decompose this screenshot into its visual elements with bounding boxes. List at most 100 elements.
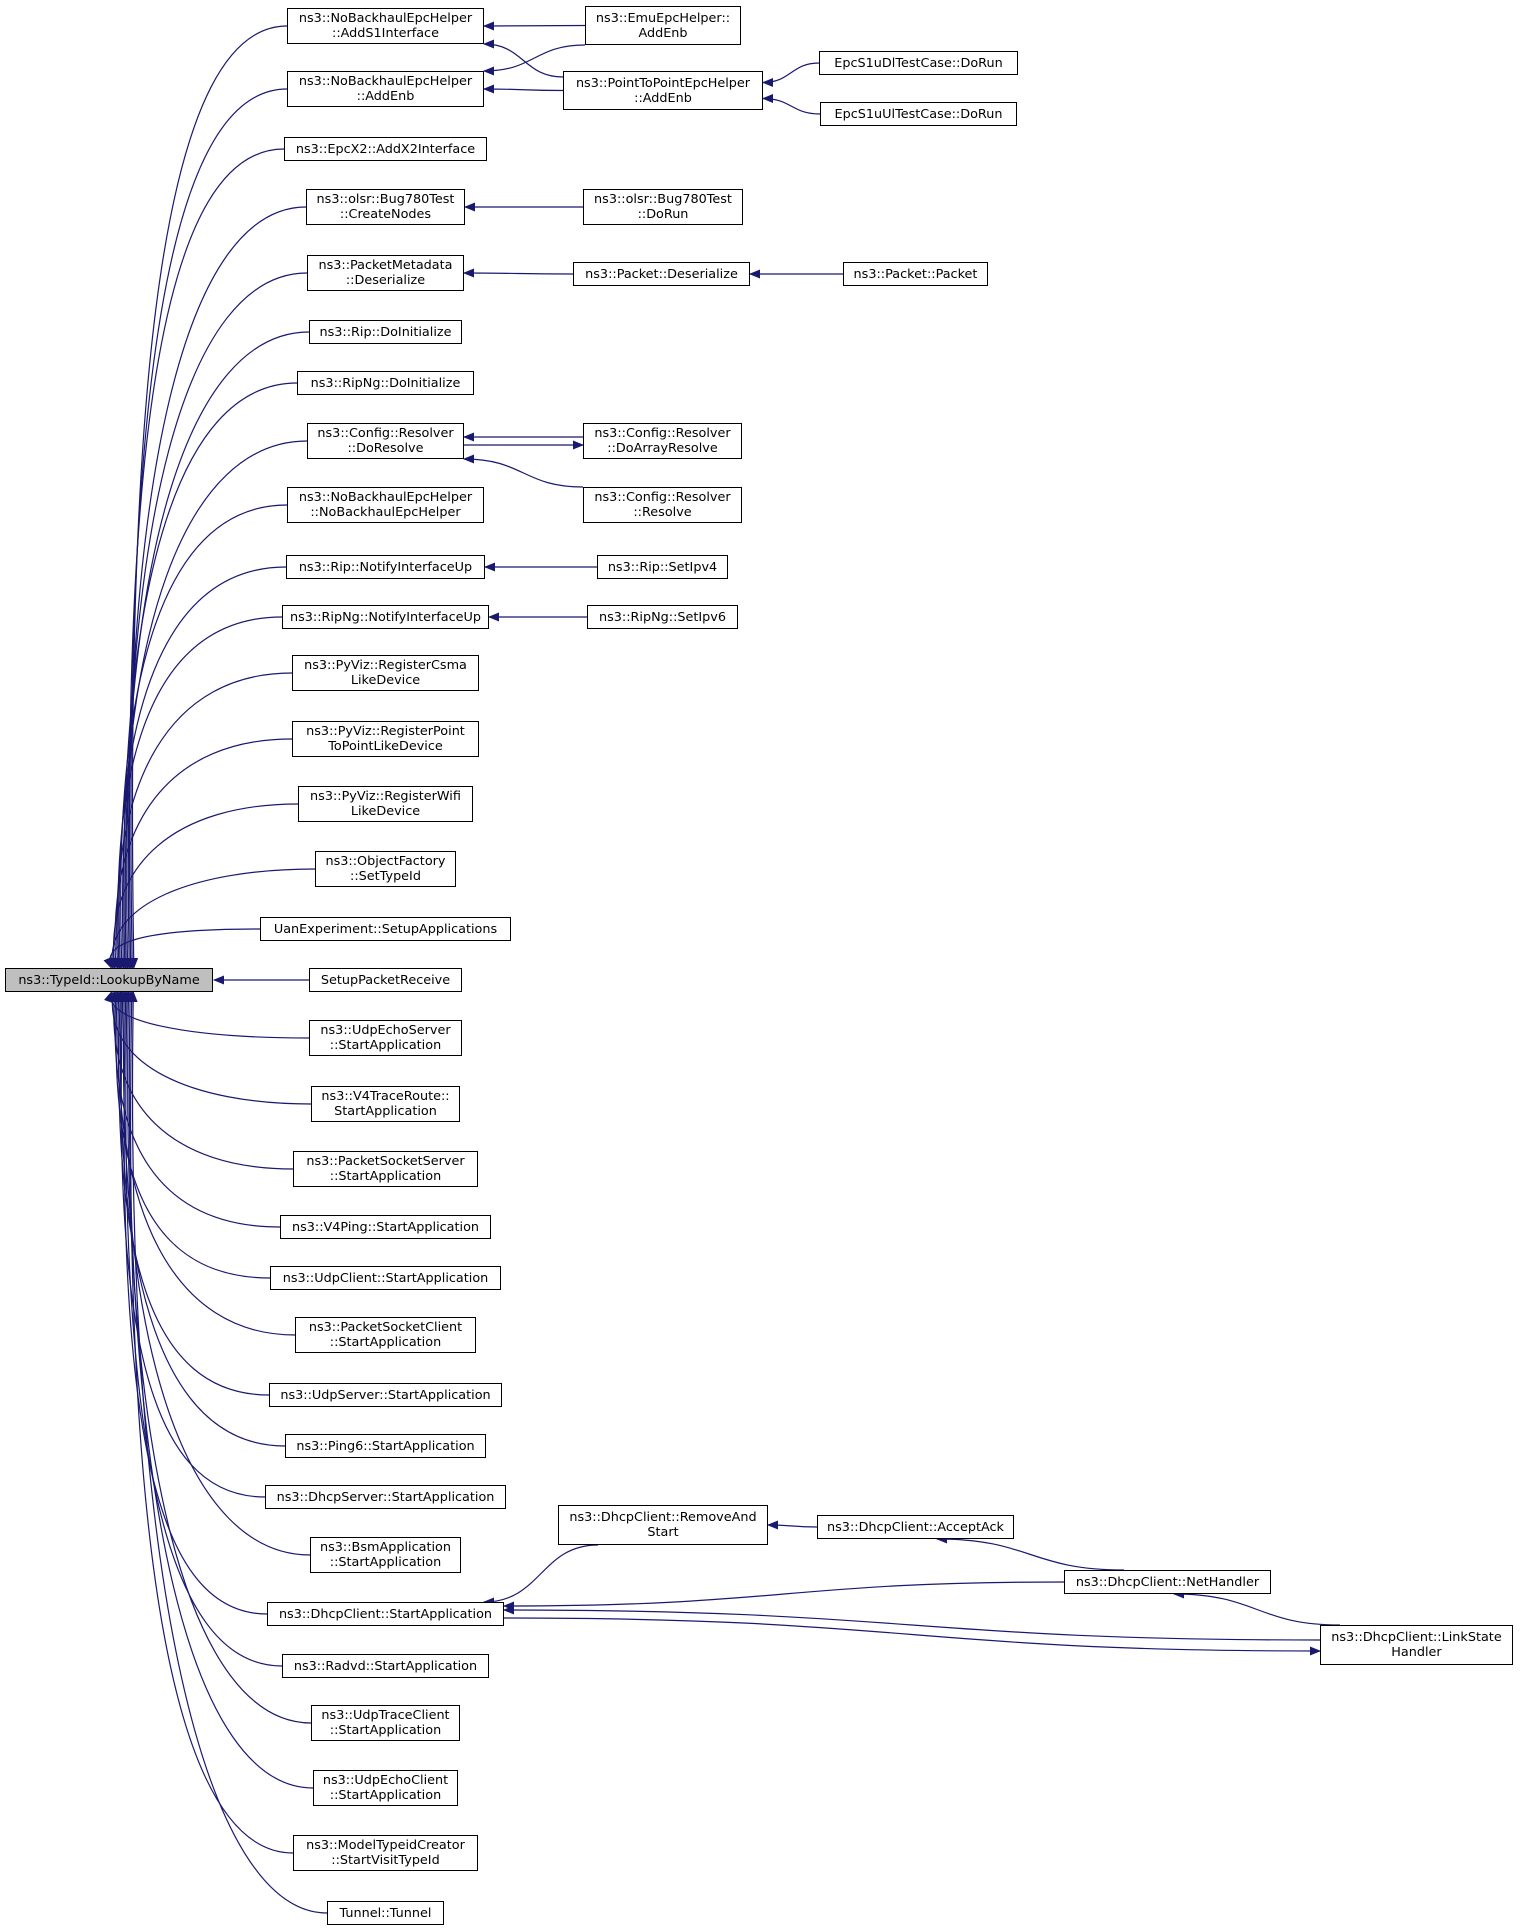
node-label: ns3::RipNg::SetIpv6	[598, 609, 727, 625]
graph-node[interactable]: ns3::NoBackhaulEpcHelper::AddS1Interface	[287, 8, 484, 44]
node-label: ns3::PyViz::RegisterCsma	[304, 658, 467, 673]
graph-node[interactable]: EpcS1uDlTestCase::DoRun	[819, 51, 1018, 75]
node-label: LikeDevice	[350, 673, 421, 688]
graph-node[interactable]: ns3::PointToPointEpcHelper::AddEnb	[563, 71, 763, 110]
edge-n8-m9	[463, 454, 584, 488]
edge-root-n4	[124, 206, 307, 969]
edge-root-n18	[104, 991, 310, 1039]
edge-root-n23	[113, 991, 296, 1336]
graph-node[interactable]: ns3::V4TraceRoute::StartApplication	[311, 1086, 460, 1122]
node-label: ns3::ModelTypeidCreator	[306, 1838, 465, 1853]
graph-node[interactable]: ns3::UdpClient::StartApplication	[270, 1266, 501, 1290]
graph-node[interactable]: ns3::NoBackhaulEpcHelper::AddEnb	[287, 71, 484, 107]
edge-root-n33	[128, 991, 328, 1914]
graph-node[interactable]: ns3::EmuEpcHelper::AddEnb	[585, 6, 741, 45]
graph-node[interactable]: ns3::olsr::Bug780Test::DoRun	[583, 189, 743, 225]
node-label: ::DoResolve	[347, 441, 424, 456]
edge-root-n27	[119, 991, 311, 1556]
node-label: ns3::PointToPointEpcHelper	[575, 75, 751, 91]
edge-root-n26	[118, 991, 266, 1498]
node-label: ns3::Radvd::StartApplication	[293, 1658, 478, 1674]
graph-node[interactable]: SetupPacketReceive	[309, 968, 462, 992]
node-label: UanExperiment::SetupApplications	[273, 921, 498, 937]
node-label: ::AddEnb	[634, 90, 692, 106]
node-label: ns3::DhcpClient::LinkState	[1331, 1630, 1502, 1645]
edge-layer	[103, 21, 1341, 1914]
graph-node[interactable]: ns3::Rip::SetIpv4	[597, 555, 728, 579]
node-label: ::StartApplication	[329, 1723, 442, 1738]
graph-node[interactable]: ns3::UdpTraceClient::StartApplication	[311, 1705, 460, 1741]
graph-node[interactable]: ns3::PacketSocketClient::StartApplicatio…	[295, 1317, 476, 1353]
node-label: ns3::NoBackhaulEpcHelper	[298, 11, 473, 26]
graph-node[interactable]: ns3::Config::Resolver::DoArrayResolve	[583, 423, 742, 459]
edge-root-n7	[120, 382, 298, 969]
graph-node[interactable]: ns3::EpcX2::AddX2Interface	[284, 137, 487, 161]
graph-node[interactable]: ns3::BsmApplication::StartApplication	[310, 1537, 461, 1573]
graph-node[interactable]: ns3::Ping6::StartApplication	[285, 1434, 486, 1458]
node-label: ::NoBackhaulEpcHelper	[310, 505, 461, 520]
graph-node[interactable]: Tunnel::Tunnel	[327, 1901, 444, 1925]
graph-node[interactable]: ns3::RipNg::DoInitialize	[297, 371, 474, 395]
node-label: ns3::Config::Resolver	[594, 490, 731, 505]
root-node[interactable]: ns3::TypeId::LookupByName	[5, 968, 213, 992]
graph-node[interactable]: ns3::Packet::Packet	[843, 262, 988, 286]
node-label: ::CreateNodes	[339, 207, 432, 222]
edge-root-n13	[110, 738, 293, 969]
node-label: ns3::Rip::SetIpv4	[607, 559, 718, 575]
node-label: ::SetTypeId	[350, 869, 421, 884]
graph-node[interactable]: ns3::olsr::Bug780Test::CreateNodes	[306, 189, 465, 225]
edge-root-n21	[111, 991, 281, 1228]
graph-node[interactable]: ns3::PacketMetadata::Deserialize	[307, 255, 464, 291]
graph-node[interactable]: ns3::Rip::DoInitialize	[309, 320, 462, 344]
edge-n2-m1	[483, 44, 586, 76]
graph-node[interactable]: ns3::UdpEchoServer::StartApplication	[309, 1020, 462, 1056]
node-label: ns3::EpcX2::AddX2Interface	[295, 141, 476, 157]
node-label: ns3::PacketSocketServer	[306, 1154, 465, 1169]
node-label: ns3::olsr::Bug780Test	[316, 192, 455, 207]
graph-node[interactable]: ns3::UdpServer::StartApplication	[269, 1383, 502, 1407]
node-label: ns3::Packet::Packet	[853, 266, 978, 282]
graph-node[interactable]: ns3::NoBackhaulEpcHelper::NoBackhaulEpcH…	[287, 487, 484, 523]
node-label: ::StartApplication	[329, 1788, 442, 1803]
graph-node[interactable]: ns3::PacketSocketServer::StartApplicatio…	[293, 1151, 478, 1187]
node-label: ns3::DhcpClient::NetHandler	[1075, 1574, 1260, 1590]
graph-node[interactable]: EpcS1uUlTestCase::DoRun	[820, 102, 1017, 126]
edge-m14-m15	[1173, 1589, 1341, 1626]
node-label: ::DoRun	[637, 207, 689, 222]
node-label: ns3::UdpTraceClient	[321, 1708, 450, 1723]
graph-node[interactable]: ns3::ModelTypeidCreator::StartVisitTypeI…	[293, 1835, 478, 1871]
graph-node[interactable]: ns3::UdpEchoClient::StartApplication	[313, 1770, 458, 1806]
graph-node[interactable]: ns3::Radvd::StartApplication	[282, 1654, 489, 1678]
graph-node[interactable]: ns3::DhcpClient::NetHandler	[1064, 1570, 1271, 1594]
node-label: ns3::DhcpClient::AcceptAck	[827, 1519, 1004, 1535]
graph-node[interactable]: UanExperiment::SetupApplications	[260, 917, 511, 941]
graph-node[interactable]: ns3::RipNg::SetIpv6	[587, 605, 738, 629]
node-label: ns3::V4TraceRoute::	[321, 1089, 450, 1104]
edge-root-n16	[103, 928, 261, 969]
graph-node[interactable]: ns3::V4Ping::StartApplication	[280, 1215, 491, 1239]
node-label: ::StartApplication	[329, 1555, 442, 1570]
node-label: ns3::UdpClient::StartApplication	[282, 1270, 489, 1286]
graph-node[interactable]: ns3::Rip::NotifyInterfaceUp	[286, 555, 485, 579]
node-label: ns3::Rip::NotifyInterfaceUp	[298, 559, 473, 575]
edge-root-n32	[127, 991, 294, 1854]
graph-node[interactable]: ns3::Packet::Deserialize	[573, 262, 750, 286]
graph-node[interactable]: ns3::DhcpClient::AcceptAck	[817, 1515, 1014, 1539]
graph-node[interactable]: ns3::Config::Resolver::Resolve	[583, 487, 742, 523]
node-label: ns3::V4Ping::StartApplication	[291, 1219, 480, 1235]
node-label: ns3::UdpServer::StartApplication	[280, 1387, 491, 1403]
graph-node[interactable]: ns3::RipNg::NotifyInterfaceUp	[282, 605, 489, 629]
node-label: AddEnb	[638, 25, 688, 41]
graph-node[interactable]: ns3::DhcpServer::StartApplication	[265, 1485, 506, 1509]
graph-node[interactable]: ns3::Config::Resolver::DoResolve	[307, 423, 464, 459]
node-label: ::DoArrayResolve	[607, 441, 718, 456]
graph-node[interactable]: ns3::DhcpClient::StartApplication	[267, 1602, 504, 1626]
edge-root-n19	[107, 991, 312, 1105]
graph-node[interactable]: ns3::ObjectFactory::SetTypeId	[315, 851, 456, 887]
